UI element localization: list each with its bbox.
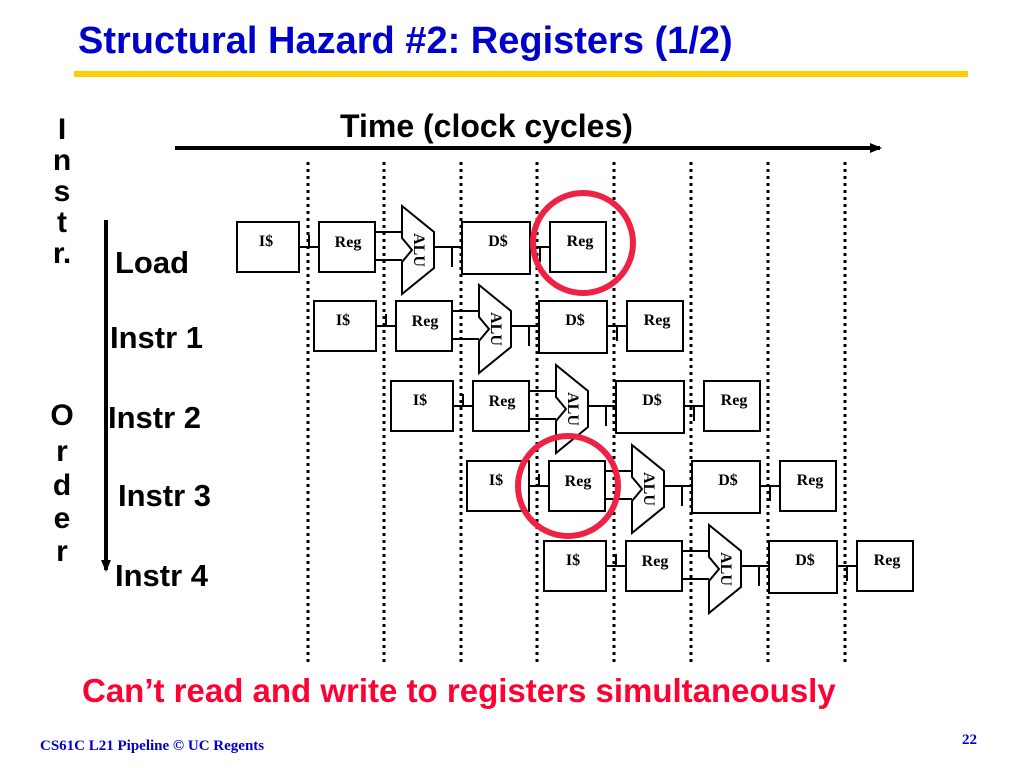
instr-order-letter: n bbox=[52, 144, 72, 177]
stage-alu bbox=[478, 282, 512, 376]
stage-icache-label: I$ bbox=[566, 552, 580, 569]
stage-dcache-label: D$ bbox=[718, 472, 738, 489]
page-number: 22 bbox=[962, 732, 977, 748]
stage-reg-write bbox=[626, 300, 684, 352]
stage-icache-label: I$ bbox=[489, 472, 503, 489]
stage-reg-read bbox=[548, 460, 606, 512]
stage-reg-write-label: Reg bbox=[644, 312, 671, 329]
stage-reg-write-label: Reg bbox=[567, 233, 594, 250]
stage-icache-label: I$ bbox=[336, 312, 350, 329]
stage-reg-write-label: Reg bbox=[874, 552, 901, 569]
stage-reg-read-label: Reg bbox=[489, 393, 516, 410]
stage-dcache-label: D$ bbox=[488, 233, 508, 250]
stage-alu bbox=[401, 203, 435, 297]
row-label-instr-3: Instr 3 bbox=[118, 478, 212, 513]
stage-alu-label: ALU bbox=[640, 472, 657, 506]
stage-reg-write-label: Reg bbox=[797, 472, 824, 489]
stage-dcache bbox=[615, 380, 685, 434]
stage-alu-label: ALU bbox=[717, 552, 734, 586]
stage-reg-write bbox=[856, 540, 914, 592]
stage-reg-write-label: Reg bbox=[721, 392, 748, 409]
instr-order-letter: I bbox=[57, 113, 67, 146]
row-label-instr-2: Instr 2 bbox=[108, 400, 202, 435]
stage-alu-label: ALU bbox=[564, 392, 581, 426]
hazard-highlight-circle bbox=[530, 190, 636, 296]
row-label-instr-4: Instr 4 bbox=[115, 558, 209, 593]
stage-alu-label: ALU bbox=[487, 312, 504, 346]
stage-dcache bbox=[461, 221, 531, 275]
stage-alu-label: ALU bbox=[410, 233, 427, 267]
stage-reg-write bbox=[779, 460, 837, 512]
stage-dcache-label: D$ bbox=[795, 552, 815, 569]
pipeline-row-4: I$ Reg ALU D$ Reg bbox=[543, 522, 914, 616]
stage-reg-read-label: Reg bbox=[565, 473, 592, 490]
time-axis-label: Time (clock cycles) bbox=[340, 108, 633, 144]
row-label-load: Load bbox=[115, 245, 190, 280]
stage-reg-read bbox=[318, 221, 376, 273]
stage-dcache-label: D$ bbox=[565, 312, 585, 329]
stage-alu bbox=[708, 522, 742, 616]
hazard-highlight-circle bbox=[515, 433, 621, 539]
stage-icache bbox=[236, 221, 300, 273]
instr-order-letter: d bbox=[52, 469, 72, 502]
instr-order-letter: s bbox=[53, 175, 71, 208]
pipeline-row-1: I$ Reg ALU D$ Reg bbox=[313, 282, 684, 376]
pipeline-row-2: I$ Reg ALU D$ Reg bbox=[390, 362, 761, 456]
stage-reg-read-label: Reg bbox=[412, 313, 439, 330]
instr-order-letter: r bbox=[56, 435, 68, 468]
stage-icache bbox=[390, 380, 454, 432]
slide-title: Structural Hazard #2: Registers (1/2) bbox=[78, 20, 733, 62]
pipeline-row-3: I$ Reg ALU D$ Reg bbox=[466, 442, 837, 536]
stage-icache-label: I$ bbox=[413, 392, 427, 409]
instr-order-letter: e bbox=[53, 502, 71, 535]
stage-reg-read-label: Reg bbox=[642, 553, 669, 570]
stage-reg-write bbox=[549, 221, 607, 273]
instr-order-letter: t bbox=[57, 206, 67, 239]
stage-reg-read-label: Reg bbox=[335, 234, 362, 251]
pipeline-row-0: I$ Reg ALU D$ Reg bbox=[236, 203, 607, 297]
stage-dcache bbox=[768, 540, 838, 594]
stage-icache-label: I$ bbox=[259, 233, 273, 250]
instr-order-letter: r. bbox=[52, 237, 72, 270]
stage-dcache-label: D$ bbox=[642, 392, 662, 409]
stage-reg-read bbox=[625, 540, 683, 592]
title-underline bbox=[74, 71, 968, 77]
row-label-instr-1: Instr 1 bbox=[110, 320, 204, 355]
instr-order-letter: O bbox=[50, 399, 74, 432]
footer-course: CS61C L21 Pipeline © UC Regents bbox=[40, 738, 265, 754]
hazard-caption: Can’t read and write to registers simult… bbox=[82, 672, 836, 709]
instr-order-letter: r bbox=[56, 535, 68, 568]
stage-reg-read bbox=[395, 300, 453, 352]
stage-reg-read bbox=[472, 380, 530, 432]
stage-alu bbox=[631, 442, 665, 536]
stage-reg-write bbox=[703, 380, 761, 432]
